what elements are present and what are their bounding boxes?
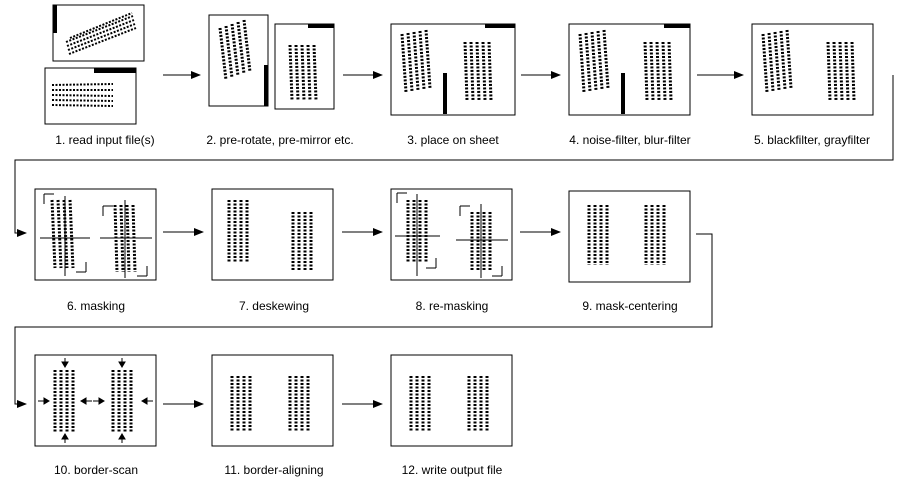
step-5-label: 5. blackfilter, grayfilter [754,133,870,147]
step-4-label: 4. noise-filter, blur-filter [569,133,690,147]
step-1a-text [65,12,137,55]
step-8-label: 8. re-masking [416,299,489,313]
step-3-label: 3. place on sheet [407,133,499,147]
connector-5-6 [14,75,894,237]
step-10-label: 10. border-scan [54,463,138,477]
step-8-thumbnail [390,188,513,281]
step-4-thumbnail [568,23,691,116]
step-6-label: 6. masking [67,299,125,313]
step-5-thumbnail [751,23,874,116]
step-2-label: 2. pre-rotate, pre-mirror etc. [206,133,353,147]
step-7-label: 7. deskewing [239,299,309,313]
step-9-thumbnail [568,190,691,283]
step-3-thumbnail [390,23,516,116]
step-6-thumbnail [34,188,157,281]
step-9-label: 9. mask-centering [582,299,677,313]
step-2-thumbnail [208,14,335,110]
connector-9-10 [14,233,713,408]
step-11-thumbnail [211,354,334,447]
step-12-thumbnail [390,354,513,447]
step-1-thumbnail [44,4,145,125]
step-7-thumbnail [211,188,334,281]
step-12-label: 12. write output file [402,463,503,477]
step-10-thumbnail [34,354,157,447]
step-11-label: 11. border-aligning [224,463,323,477]
step-1-label: 1. read input file(s) [55,133,154,147]
